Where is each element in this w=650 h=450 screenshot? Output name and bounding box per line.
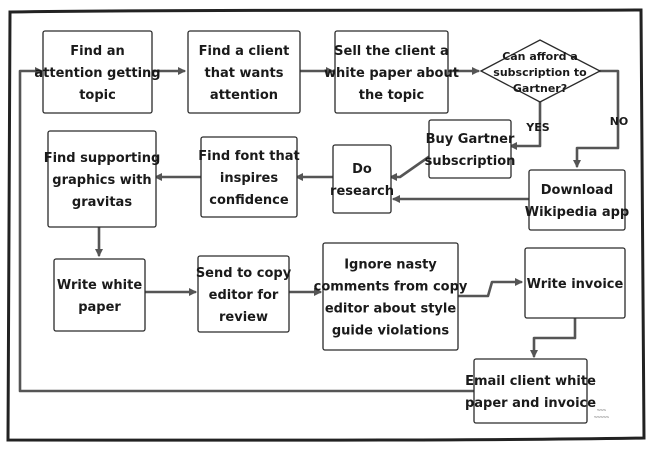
- box-do-research-text-line-1: Do: [352, 162, 372, 177]
- diagram-frame: [6, 8, 646, 442]
- box-ignore-comments: Ignore nasty comments from copy editor abo…: [314, 242, 468, 351]
- box-find-topic-outline: [42, 30, 153, 114]
- arrow-buy-to-research: [389, 154, 432, 181]
- svg-text:~~~~~: ~~~~~: [594, 415, 609, 421]
- box-find-client-text-line-1: Find a client: [199, 44, 290, 59]
- box-do-research-outline: [332, 144, 392, 214]
- box-ignore-comments-text-line-1: Ignore nasty: [344, 258, 437, 273]
- box-buy-gartner-outline: [428, 119, 512, 179]
- arrow-decision-no: [573, 69, 620, 168]
- svg-text:Can afford a: Can afford a: [502, 50, 578, 63]
- connectors: [18, 67, 620, 393]
- box-write-invoice-text-line-1: Write invoice: [527, 277, 624, 292]
- arrow-email-loop-to-topic: [18, 67, 475, 393]
- box-find-client-text-line-2: that wants: [205, 66, 284, 81]
- no-label: NO: [610, 115, 629, 128]
- box-find-font-text-line-1: Find font that: [198, 149, 299, 164]
- box-sell-client-text-line-1: Sell the client a: [334, 44, 449, 59]
- box-find-font-text-line-3: confidence: [209, 193, 289, 208]
- box-send-editor-outline: [197, 255, 290, 333]
- box-do-research-text-line-2: research: [330, 184, 394, 199]
- box-email-client-text-line-2: paper and invoice: [465, 396, 596, 411]
- box-find-graphics-outline: [47, 130, 157, 228]
- box-send-editor-text-line-3: review: [219, 310, 268, 325]
- box-ignore-comments-text-line-4: guide violations: [332, 324, 450, 339]
- box-do-research: Do research: [330, 144, 394, 214]
- box-find-graphics-text-line-2: graphics with: [52, 173, 151, 188]
- box-download-wikipedia-text-line-1: Download: [541, 183, 613, 198]
- box-find-graphics-text-line-1: Find supporting: [44, 151, 161, 166]
- box-find-topic-text-line-1: Find an: [70, 44, 124, 59]
- svg-text:subscription to: subscription to: [493, 66, 587, 79]
- box-email-client: Email client white paper and invoice: [465, 358, 596, 424]
- flowchart-nodes: Find an attention getting topic Find a clie…: [34, 30, 629, 424]
- box-write-invoice-outline: [524, 247, 626, 319]
- box-send-editor-text-line-2: editor for: [209, 288, 279, 303]
- box-buy-gartner-text-line-2: subscription: [425, 154, 516, 169]
- box-find-font: Find font that inspires confidence: [198, 136, 300, 218]
- box-write-invoice: Write invoice: [524, 247, 626, 319]
- arrow-ignore-to-invoice: [456, 278, 523, 298]
- signature-mark: ~~~: [597, 408, 606, 414]
- box-find-topic: Find an attention getting topic: [34, 30, 161, 114]
- box-sell-client-text-line-3: the topic: [359, 88, 424, 103]
- box-ignore-comments-text-line-2: comments from copy: [314, 280, 468, 295]
- box-download-wikipedia-text-line-2: Wikipedia app: [525, 205, 629, 220]
- box-buy-gartner: Buy Gartner subscription: [425, 119, 516, 179]
- box-find-graphics: Find supporting graphics with gravitas: [44, 130, 161, 228]
- box-find-topic-text-line-2: attention getting: [34, 66, 160, 81]
- box-download-wikipedia-outline: [528, 169, 626, 231]
- decision-afford-gartner: Can afford a subscription to Gartner?: [479, 39, 602, 103]
- box-find-client-text-line-3: attention: [210, 88, 278, 103]
- yes-label: YES: [525, 121, 549, 134]
- box-find-graphics-text-line-3: gravitas: [72, 195, 132, 210]
- box-email-client-text-line-1: Email client white: [465, 374, 596, 389]
- box-find-font-outline: [200, 136, 298, 218]
- box-email-client-outline: [473, 358, 588, 424]
- box-write-paper-text-line-2: paper: [78, 300, 121, 315]
- arrow-invoice-to-email: [530, 316, 577, 358]
- box-find-client-outline: [187, 30, 301, 114]
- box-find-client: Find a client that wants attention: [187, 30, 301, 114]
- box-write-paper: Write white paper: [53, 258, 146, 332]
- arrow-decision-yes: [509, 98, 542, 150]
- box-send-editor-text-line-1: Send to copy: [196, 266, 292, 281]
- svg-text:Gartner?: Gartner?: [513, 82, 567, 95]
- box-ignore-comments-text-line-3: editor about style: [325, 302, 457, 317]
- box-sell-client-text-line-2: white paper about: [324, 66, 459, 81]
- box-find-font-text-line-2: inspires: [220, 171, 278, 186]
- box-find-topic-text-line-3: topic: [79, 88, 116, 103]
- box-write-paper-outline: [53, 258, 146, 332]
- box-ignore-comments-outline: [322, 242, 459, 351]
- box-write-paper-text-line-1: Write white: [57, 278, 142, 293]
- box-sell-client-outline: [334, 30, 449, 114]
- box-send-editor: Send to copy editor for review: [196, 255, 292, 333]
- box-buy-gartner-text-line-1: Buy Gartner: [426, 132, 515, 147]
- box-sell-client: Sell the client a white paper about the to…: [324, 30, 459, 114]
